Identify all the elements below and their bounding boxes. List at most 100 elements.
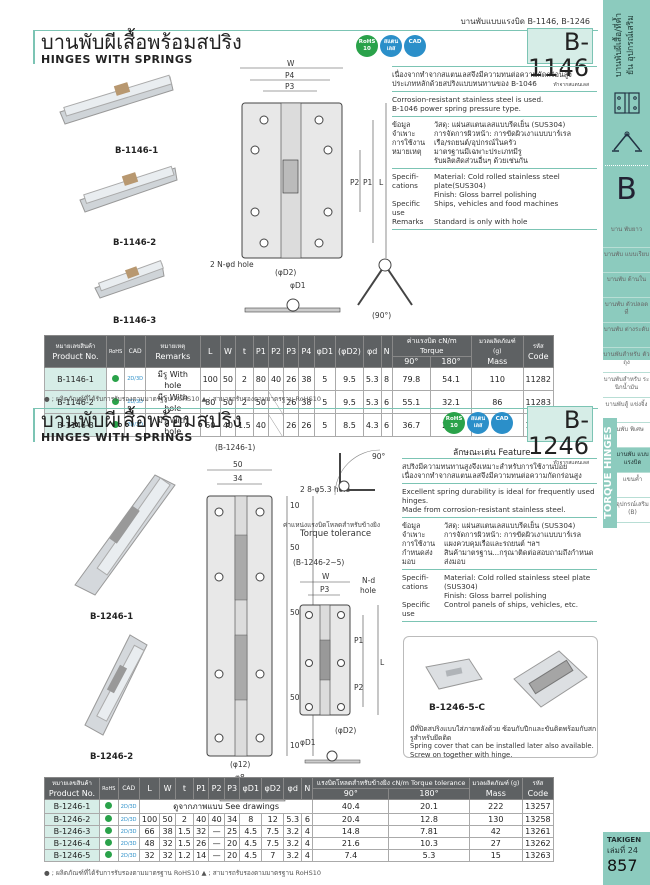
spec-label: Specific use: [402, 600, 430, 618]
svg-text:P2: P2: [354, 683, 364, 692]
side-nav-item[interactable]: บานพับสู้ แข่งจิ้ง: [603, 398, 650, 423]
side-nav-item[interactable]: บาน พับยาว: [603, 223, 650, 248]
side-nav-item[interactable]: บานพับสำหรับ ตัวถุง: [603, 348, 650, 373]
svg-text:(B-1246-2~5): (B-1246-2~5): [293, 558, 344, 567]
spec-value: แผงควบคุมเรือและรถยนต์ ฯลฯ: [444, 539, 540, 548]
svg-text:φD1: φD1: [290, 281, 306, 290]
photo-label: B-1146-3: [113, 316, 157, 326]
svg-text:2 N-φd hole: 2 N-φd hole: [210, 260, 254, 269]
rohs-badge: RoHS 10: [356, 35, 378, 57]
spec-value: Standard is only with hole: [434, 217, 528, 226]
svg-text:P4: P4: [285, 71, 295, 80]
feature-heading: ลักษณะเด่น Feature: [453, 448, 531, 458]
feature-th: เนื่องจากทำจากสแตนเลสจึงมีความทนต่อความก…: [392, 70, 572, 79]
svg-text:L: L: [379, 178, 384, 187]
side-nav-item[interactable]: บานพับ ตัวปลอดที่: [603, 298, 650, 323]
svg-text:P1: P1: [363, 178, 373, 187]
section2-info: สปริงมีความทนทานสูงจึงเหมาะสำหรับการใช้ง…: [402, 458, 597, 622]
cover-label: B-1246-5-C: [429, 703, 485, 713]
side-nav-item[interactable]: บานพับ พิเศษ: [603, 423, 650, 448]
stainless-badge: สแตนเลส: [380, 35, 402, 57]
svg-text:50: 50: [290, 543, 300, 552]
spec-label: กำหนดส่งมอบ: [402, 548, 433, 566]
side-nav-item[interactable]: บานพับ แบบเรียบ: [603, 248, 650, 273]
svg-text:φD1: φD1: [300, 738, 316, 747]
svg-text:W: W: [287, 60, 295, 68]
feature-th: ประเภทหลักด้วยสปริงแบบทนทานของ B-1046: [392, 79, 537, 88]
svg-text:10: 10: [290, 741, 300, 750]
torque-note-th: ค่าแหน่งแรงบิดโหลดสำหรับข้างยิง: [283, 521, 381, 529]
model-sub: ทำจากสแตนเลส: [553, 82, 589, 88]
side-nav-item[interactable]: บานพับ ต่างระดับ: [603, 323, 650, 348]
side-nav-item[interactable]: อุปกรณ์เสริม (B): [603, 498, 650, 523]
cad-badge[interactable]: CAD: [491, 412, 513, 434]
svg-text:P1: P1: [354, 636, 364, 645]
model-number: B-1146: [528, 28, 590, 82]
spec-value: วัสดุ: แผ่นสแตนเลสแบบรีดเย็น (SUS304): [444, 521, 576, 530]
spec-label: [392, 156, 434, 165]
side-nav-item[interactable]: แขนค้ำ: [603, 473, 650, 498]
rohs-badge: RoHS 10: [443, 412, 465, 434]
svg-text:W: W: [322, 572, 330, 581]
cover-note-en: Spring cover that can be installed later…: [410, 742, 594, 759]
spec-label: [402, 591, 444, 600]
spec-label: การใช้งาน: [402, 539, 436, 548]
spec-label: หมายเหตุ: [392, 147, 422, 156]
technical-drawing-b1146: W P4 P3 P2 P1 L 2 N-φd hole (φD2) φD1: [210, 60, 387, 313]
hinge-with-cover-photo: [513, 650, 588, 708]
spec-value: Material: Cold rolled stainless steel pl…: [444, 573, 591, 591]
technical-drawing-b1246-1: (B-1246-1) 50 34 2 8-φ5.3 hole 10 50 50 …: [206, 443, 350, 769]
volume-label: เล่มที่ 24: [607, 846, 638, 855]
torque-hinges-label: TORQUE HINGES: [603, 418, 617, 528]
spec-value: Material: Cold rolled stainless steel pl…: [434, 172, 560, 190]
photo-label: B-1146-2: [113, 238, 157, 248]
torque-note-en: Torque tolerance: [300, 529, 372, 539]
rohs-footnote: ● ; ผลิตภัณฑ์ที่ได้รับการรับรองตามมาตรฐา…: [44, 869, 321, 877]
spec-label: Specifi-cations: [402, 573, 429, 591]
title-thai: บานพับผีเสื้อพร้อมสปริง: [41, 408, 242, 432]
category-title: บานพับผีเสื้อ/ที่ค้ำยัน อุปกรณ์เสริม: [614, 12, 636, 78]
section1-title: บานพับผีเสื้อพร้อมสปริง HINGES WITH SPRI…: [33, 30, 598, 66]
spec-value: Finish: Gloss barrel polishing: [434, 190, 537, 199]
spec-label: การใช้งาน: [392, 138, 426, 147]
butterfly-hinge-icon: [614, 92, 640, 114]
spec-label: ข้อมูล: [392, 120, 411, 129]
hinge-photo-b1246-2: [84, 634, 148, 736]
spec-label: Specific use: [392, 199, 420, 217]
spec-value: สินค้ามาตรฐาน...กรุณาติดต่อสอบถามถึงกำหน…: [444, 548, 594, 566]
cad-badge[interactable]: CAD: [404, 35, 426, 57]
spec-value: รับผลิตสัดส่วนอื่นๆ ด้วยเช่นกัน: [434, 156, 528, 165]
svg-text:(φD2): (φD2): [335, 726, 356, 735]
torque-angle-drawing: 90°: [334, 449, 386, 496]
spec-value: วัสดุ: แผ่นสแตนเลสแบบรีดเย็น (SUS304): [434, 120, 566, 129]
brand-name: TAKIGEN: [607, 836, 642, 844]
stay-arm-icon: [612, 131, 642, 152]
spec-value: การจัดการผิวหน้า: การขัดผิวเงาแบบบาร์เรล: [444, 530, 582, 539]
svg-text:34: 34: [233, 474, 243, 483]
feature-en: Excellent spring durability is ideal for…: [402, 487, 595, 505]
svg-text:50: 50: [290, 608, 300, 617]
title-english: HINGES WITH SPRINGS: [41, 431, 193, 444]
svg-text:L: L: [380, 658, 385, 667]
hinge-photo-b1246-1: [74, 474, 176, 596]
divider: [605, 165, 648, 166]
feature-th: สปริงมีความทนทานสูงจึงเหมาะสำหรับการใช้ง…: [402, 462, 568, 471]
spec-label: [392, 190, 434, 199]
svg-text:(B-1246-1): (B-1246-1): [215, 443, 255, 452]
title-english: HINGES WITH SPRINGS: [41, 53, 193, 66]
spec-label: Specifi-cations: [392, 172, 419, 190]
side-nav-item[interactable]: บานพับสำหรับ ระนิกน้ำมัน: [603, 373, 650, 398]
side-nav-item[interactable]: บานพับ ด้านใน: [603, 273, 650, 298]
feature-en: Made from corrosion-resistant stainless …: [402, 505, 566, 514]
photo-label: B-1246-2: [90, 752, 134, 762]
feature-th: เนื่องจากทำจากสแตนเลสจึงมีความทนต่อความก…: [402, 471, 582, 480]
page-number: 857: [607, 856, 638, 875]
